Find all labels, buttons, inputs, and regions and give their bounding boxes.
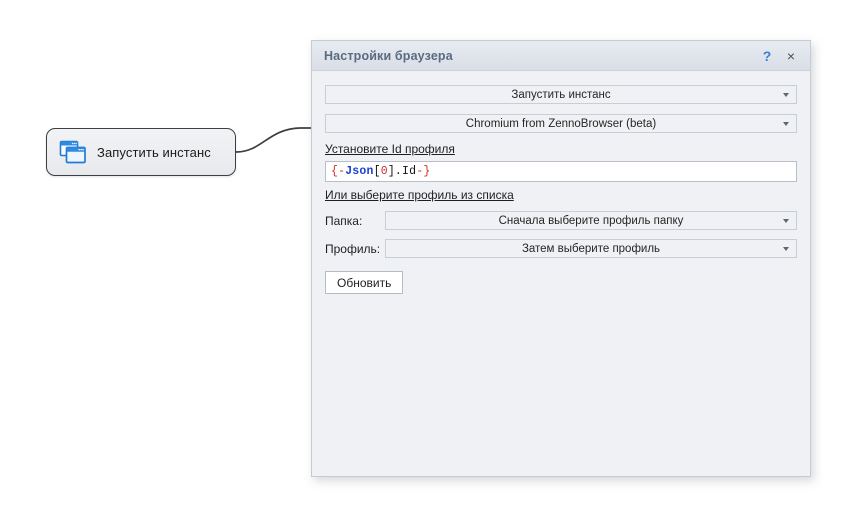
browser-combobox-value: Chromium from ZennoBrowser (beta) [465, 117, 657, 130]
flow-node-label: Запустить инстанс [97, 144, 211, 160]
dialog-title: Настройки браузера [324, 48, 453, 63]
close-icon[interactable]: × [786, 47, 796, 64]
set-profile-id-link[interactable]: Установите Id профиля [325, 142, 455, 156]
chevron-down-icon [783, 121, 789, 126]
profile-id-input[interactable]: {-Json[0].Id-} [325, 161, 797, 182]
browser-settings-dialog: Настройки браузера ? × Запустить инстанс… [311, 40, 811, 477]
chevron-down-icon [783, 246, 789, 251]
flow-node-launch-instance[interactable]: Запустить инстанс [46, 128, 236, 176]
dialog-title-bar[interactable]: Настройки браузера ? × [312, 41, 810, 71]
dialog-body: Запустить инстанс Chromium from ZennoBro… [312, 71, 810, 476]
chevron-down-icon [783, 92, 789, 97]
folder-label: Папка: [325, 213, 363, 228]
folder-combobox[interactable]: Сначала выберите профиль папку [385, 211, 797, 230]
chevron-down-icon [783, 218, 789, 223]
profile-combobox[interactable]: Затем выберите профиль [385, 239, 797, 258]
profile-combobox-value: Затем выберите профиль [521, 242, 661, 255]
action-combobox[interactable]: Запустить инстанс [325, 85, 797, 104]
help-icon[interactable]: ? [762, 47, 772, 64]
profile-row: Профиль: Затем выберите профиль [325, 239, 797, 258]
folder-row: Папка: Сначала выберите профиль папку [325, 211, 797, 230]
folder-combobox-value: Сначала выберите профиль папку [498, 214, 684, 227]
profile-id-value: {-Json[0].Id-} [331, 165, 431, 178]
browser-combobox[interactable]: Chromium from ZennoBrowser (beta) [325, 114, 797, 133]
choose-profile-from-list-link[interactable]: Или выберите профиль из списка [325, 188, 514, 202]
action-combobox-value: Запустить инстанс [511, 88, 611, 101]
profile-label: Профиль: [325, 241, 381, 256]
browser-windows-icon [58, 137, 88, 167]
refresh-button[interactable]: Обновить [325, 271, 404, 294]
